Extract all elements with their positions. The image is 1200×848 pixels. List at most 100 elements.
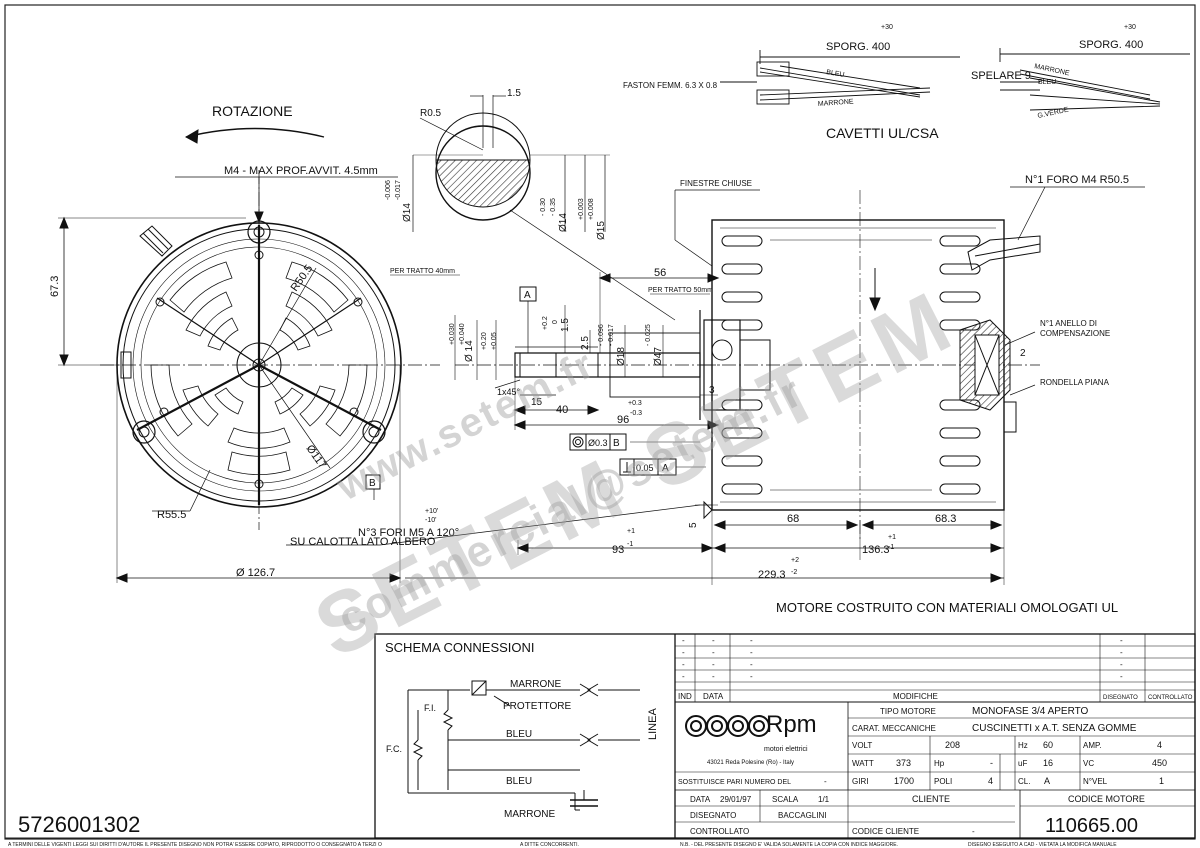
dim-15-len: 15 bbox=[531, 397, 543, 408]
data-label: DATA bbox=[690, 795, 711, 804]
rondella-label: RONDELLA PIANA bbox=[1040, 378, 1110, 387]
volt-value: 208 bbox=[945, 740, 960, 750]
marrone-label-1: MARRONE bbox=[818, 98, 855, 108]
footer-right-1: N.B. - DEL PRESENTE DISEGNO E' VALIDA SO… bbox=[680, 842, 898, 848]
holes-label-2: SU CALOTTA LATO ALBERO bbox=[290, 536, 436, 548]
dim-5: 5 bbox=[688, 522, 699, 528]
mod-dash-13: - bbox=[682, 672, 685, 681]
dim-2293-tol-p: +2 bbox=[791, 557, 799, 564]
per-tratto-50: PER TRATTO 50mm bbox=[648, 287, 713, 294]
amp-value: 4 bbox=[1157, 740, 1162, 750]
tipo-value: MONOFASE 3/4 APERTO bbox=[972, 706, 1089, 717]
uf-value: 16 bbox=[1043, 758, 1053, 768]
tol-030: - 0.30 bbox=[540, 198, 547, 216]
carat-label: CARAT. MECCANICHE bbox=[852, 724, 936, 733]
schema-fi: F.I. bbox=[424, 703, 436, 713]
connection-schematic bbox=[407, 680, 640, 811]
scala-label: SCALA bbox=[772, 795, 799, 804]
amp-label: AMP. bbox=[1083, 741, 1102, 750]
shaft-side-view bbox=[390, 272, 720, 506]
schema-linea: LINEA bbox=[647, 708, 659, 740]
dim-68: 68 bbox=[787, 513, 799, 525]
tol-d14-a: -0.006 bbox=[385, 180, 392, 200]
dim-15-shaft: 1.5 bbox=[560, 318, 571, 332]
watt-label: WATT bbox=[852, 759, 874, 768]
dim-96: 96 bbox=[617, 414, 629, 426]
vc-value: 450 bbox=[1152, 758, 1167, 768]
schema-fc: F.C. bbox=[386, 744, 402, 754]
tol-0: 0 bbox=[552, 320, 559, 324]
disegnato-label: DISEGNATO bbox=[690, 811, 736, 820]
datum-b-ref: B bbox=[613, 438, 620, 449]
tol-005: +0.05 bbox=[491, 332, 498, 350]
anello-label-1: N°1 ANELLO DI bbox=[1040, 319, 1097, 328]
hp-value: - bbox=[990, 758, 993, 768]
sporg-tol-2: +30 bbox=[1124, 24, 1136, 31]
dim-93-tol-p: +1 bbox=[627, 528, 635, 535]
finestre-label: FINESTRE CHIUSE bbox=[680, 179, 752, 188]
perpendicularity-value: 0.05 bbox=[636, 463, 654, 473]
dim-3: 3 bbox=[709, 385, 715, 396]
dim-r505: R50.5 bbox=[289, 263, 316, 294]
r05-label: R0.5 bbox=[420, 108, 442, 119]
cables-title: CAVETTI UL/CSA bbox=[826, 125, 939, 141]
datum-a-ref: A bbox=[662, 463, 669, 474]
brand-address: 43021 Reda Polesine (Ro) - Italy bbox=[707, 760, 794, 766]
cl-value: A bbox=[1044, 776, 1050, 786]
datum-b-box bbox=[365, 474, 381, 490]
dim-56: 56 bbox=[654, 267, 666, 279]
mod-controllato-header: CONTROLLATO bbox=[1148, 695, 1193, 701]
dim-1363-tol-p: +1 bbox=[888, 534, 896, 541]
controllato-label: CONTROLLATO bbox=[690, 827, 749, 836]
mod-dash-3: - bbox=[750, 636, 753, 645]
bleu-label-2: BLEU bbox=[1038, 79, 1056, 86]
brand-name: Rpm bbox=[766, 711, 817, 738]
cliente-label: CLIENTE bbox=[912, 794, 950, 804]
mod-dash-6: - bbox=[712, 648, 715, 657]
tol-02: +0.2 bbox=[542, 316, 549, 330]
mod-dash-12: - bbox=[1120, 660, 1123, 669]
front-view bbox=[58, 127, 701, 583]
schema-marrone-1: MARRONE bbox=[510, 679, 561, 690]
footer-left: A TERMINI DELLE VIGENTI LEGGI SUI DIRITT… bbox=[8, 842, 382, 848]
volt-label: VOLT bbox=[852, 741, 872, 750]
dim-1363: 136.3 bbox=[862, 544, 890, 556]
angle-tol-minus: -10' bbox=[425, 517, 436, 524]
mod-dash-16: - bbox=[1120, 672, 1123, 681]
mod-dash-4: - bbox=[1120, 636, 1123, 645]
bleu-label-1: BLEU bbox=[826, 69, 845, 79]
datum-a-label: A bbox=[524, 290, 531, 301]
dim-d14: Ø14 bbox=[402, 203, 413, 222]
ul-note: MOTORE COSTRUITO CON MATERIALI OMOLOGATI… bbox=[776, 600, 1118, 615]
giri-value: 1700 bbox=[894, 776, 914, 786]
tol-0096: - 0.096 bbox=[598, 324, 605, 346]
schema-title: SCHEMA CONNESSIONI bbox=[385, 640, 535, 655]
motor-body-side-view bbox=[405, 186, 1145, 585]
tol-0030: +0.030 bbox=[449, 323, 456, 345]
tol-0040: +0.040 bbox=[459, 323, 466, 345]
dim-1363-tol-m: -1 bbox=[888, 544, 894, 551]
mod-dash-15: - bbox=[750, 672, 753, 681]
sporg-label-1: SPORG. 400 bbox=[826, 41, 890, 53]
mod-dash-11: - bbox=[750, 660, 753, 669]
dim-2: 2 bbox=[1020, 348, 1026, 359]
datum-b-label-front: B bbox=[369, 478, 376, 489]
hz-value: 60 bbox=[1043, 740, 1053, 750]
concentricity-value: Ø0.3 bbox=[588, 438, 608, 448]
codcliente-label: CODICE CLIENTE bbox=[852, 827, 919, 836]
mod-dash-5: - bbox=[682, 648, 685, 657]
hz-label: Hz bbox=[1018, 741, 1028, 750]
mod-data-header: DATA bbox=[703, 692, 724, 701]
poli-label: POLI bbox=[934, 777, 952, 786]
brand-sub: motori elettrici bbox=[764, 746, 808, 753]
vc-label: VC bbox=[1083, 759, 1094, 768]
sporg-label-2: SPORG. 400 bbox=[1079, 39, 1143, 51]
holes-label-1: N°3 FORI M5 A 120° bbox=[358, 527, 459, 539]
data-value: 29/01/97 bbox=[720, 795, 752, 804]
part-code: 5726001302 bbox=[18, 812, 141, 837]
motor-code: 110665.00 bbox=[1045, 815, 1138, 837]
foro-m4-label: N°1 FORO M4 R50.5 bbox=[1025, 174, 1129, 186]
dim-d15: Ø15 bbox=[596, 221, 607, 240]
footer-mid: A DITTE CONCORRENTI. bbox=[520, 842, 579, 848]
